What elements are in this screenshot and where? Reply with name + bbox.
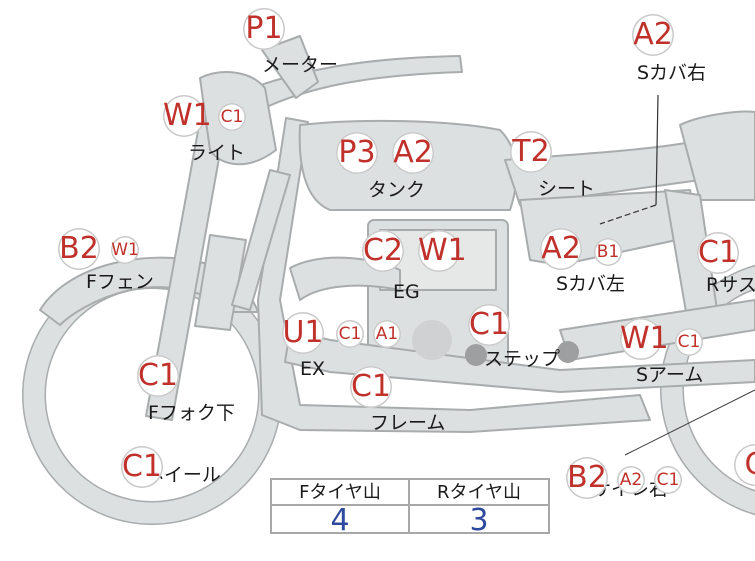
label-step: ステップ xyxy=(484,348,561,370)
label-meter: メーター xyxy=(262,54,339,76)
label-engine: EG xyxy=(393,281,420,303)
code-badge: C1 xyxy=(675,328,703,356)
code-badge: W1 xyxy=(418,230,467,272)
label-side-cover-left: Sカバ左 xyxy=(556,273,626,295)
code-badge: C1 xyxy=(336,320,364,348)
label-light: ライト xyxy=(188,142,246,164)
code-badge: C2 xyxy=(362,230,404,272)
front-tire-value: 4 xyxy=(272,506,410,536)
label-swing-arm: Sアーム xyxy=(636,364,704,386)
rear-tire-header: Rタイヤ山 xyxy=(410,480,548,506)
meter-shape xyxy=(261,35,319,99)
rear-fender-shape xyxy=(679,110,755,201)
label-front-fender: Fフェン xyxy=(86,271,154,293)
code-badge: C1 xyxy=(121,446,163,488)
code-badge: C1 xyxy=(654,466,682,494)
frame-shape xyxy=(257,117,651,433)
code-badge: A2 xyxy=(617,466,645,494)
code-badge: C xyxy=(734,444,755,486)
code-badge: C1 xyxy=(468,304,510,346)
label-rear-suspension: Rサス xyxy=(706,274,755,296)
label-frame: フレーム xyxy=(370,412,446,434)
label-exhaust: EX xyxy=(300,358,326,380)
code-badge: W1 xyxy=(111,236,139,264)
code-badge: B1 xyxy=(594,238,622,266)
code-badge: C1 xyxy=(137,355,179,397)
label-front-fork: Fフォク下 xyxy=(148,402,235,424)
code-badge: B2 xyxy=(566,457,608,499)
label-tank: タンク xyxy=(368,179,426,201)
code-badge: P3 xyxy=(336,132,378,174)
code-badge: A2 xyxy=(632,14,674,56)
front-tire-header: Fタイヤ山 xyxy=(272,480,410,506)
code-badge: A1 xyxy=(373,320,401,348)
code-badge: A2 xyxy=(540,228,582,270)
code-badge: U1 xyxy=(282,312,324,354)
step-peg-shape xyxy=(465,344,487,366)
label-side-cover-right: Sカバ右 xyxy=(637,62,707,84)
code-badge: C1 xyxy=(350,366,392,408)
code-badge: B2 xyxy=(58,228,100,270)
code-badge: W1 xyxy=(163,95,212,137)
code-badge: C1 xyxy=(697,232,739,274)
code-badge: P1 xyxy=(243,8,285,50)
code-badge: A2 xyxy=(392,132,434,174)
code-badge: C1 xyxy=(218,103,246,131)
code-badge: T2 xyxy=(510,131,552,173)
rear-tire-value: 3 xyxy=(469,503,489,538)
leader-line-side-cover xyxy=(655,94,659,206)
code-badge: W1 xyxy=(620,318,669,360)
tire-tread-table: Fタイヤ山 Rタイヤ山 4 3 xyxy=(270,478,550,538)
leader-line-muffler xyxy=(624,389,755,456)
label-seat: シート xyxy=(538,178,596,200)
